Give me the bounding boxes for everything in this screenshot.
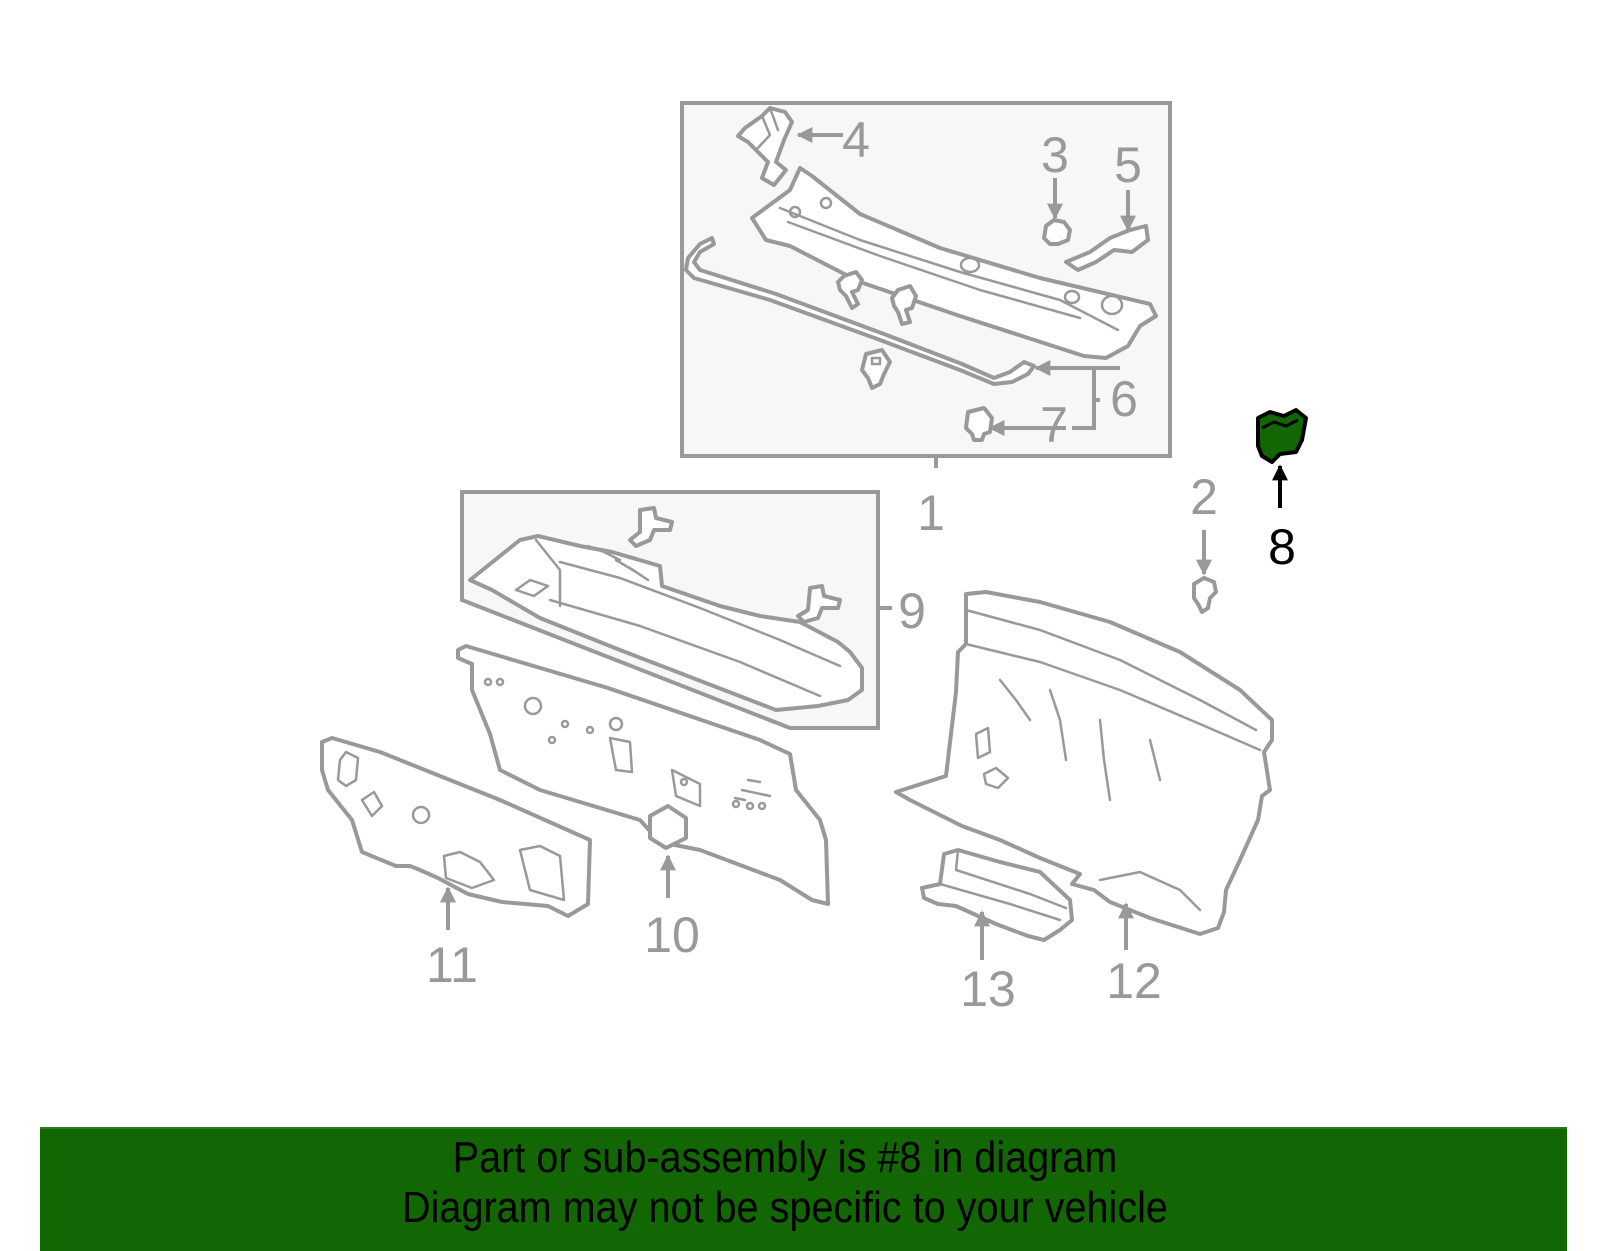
callout-4: 4 xyxy=(842,112,870,168)
part-6-seal[interactable] xyxy=(684,236,1120,430)
info-banner: Part or sub-assembly is #8 in diagram Di… xyxy=(40,1127,1567,1251)
part-9-panel[interactable] xyxy=(468,506,864,712)
part-2-clip[interactable] xyxy=(1192,530,1218,614)
callout-13: 13 xyxy=(960,961,1016,1017)
callout-1: 1 xyxy=(917,485,945,541)
callout-11: 11 xyxy=(426,937,478,993)
part-12-bulkhead[interactable] xyxy=(894,590,1274,950)
callout-9: 9 xyxy=(898,583,926,639)
clip-a[interactable] xyxy=(836,270,864,310)
part-10-dash-panel[interactable] xyxy=(456,644,830,906)
callout-5: 5 xyxy=(1114,137,1142,193)
clip-b[interactable] xyxy=(890,284,918,326)
banner-disclaimer: Diagram may not be specific to your vehi… xyxy=(402,1183,1168,1232)
callout-12: 12 xyxy=(1106,953,1162,1009)
callout-6: 6 xyxy=(1110,371,1138,427)
callout-7: 7 xyxy=(1040,397,1068,453)
part-13-crossmember[interactable] xyxy=(920,848,1074,960)
callout-3: 3 xyxy=(1041,127,1069,183)
callout-10: 10 xyxy=(644,907,700,963)
part-11-insulator[interactable] xyxy=(320,736,592,930)
part-3-plug[interactable] xyxy=(1042,178,1072,246)
part-4-bracket[interactable] xyxy=(736,106,843,187)
part-7-grommet[interactable] xyxy=(964,406,1066,442)
banner-part-message: Part or sub-assembly is #8 in diagram xyxy=(452,1133,1118,1182)
callout-8: 8 xyxy=(1268,519,1296,575)
part-5-strap[interactable] xyxy=(1064,190,1150,272)
clip-c[interactable] xyxy=(860,348,892,390)
part-8-highlighted[interactable] xyxy=(1256,408,1308,508)
callout-2: 2 xyxy=(1190,469,1218,525)
